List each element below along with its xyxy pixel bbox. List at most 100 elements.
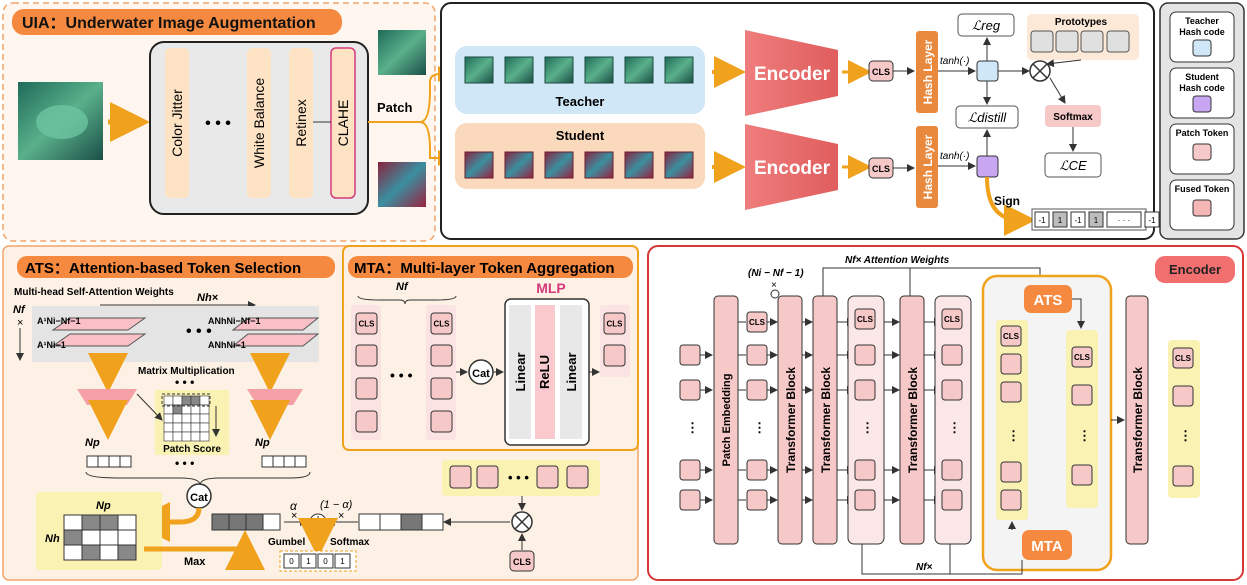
legend-item: Patch Token xyxy=(1169,123,1235,175)
score-cell xyxy=(199,422,210,433)
score-cell xyxy=(163,413,174,424)
student-hash-layer xyxy=(916,126,938,208)
student-label: Student xyxy=(556,128,605,143)
score-cell xyxy=(190,413,201,424)
encoder-title: Encoder xyxy=(1169,262,1221,277)
np-label-left: Np xyxy=(85,437,100,449)
mta-panel: MTA：Multi-layer Token Aggregation Nf CLS… xyxy=(342,245,639,451)
matrix-cell xyxy=(99,529,119,546)
input-token xyxy=(679,459,701,481)
matrix-cell xyxy=(117,514,137,531)
np-top-label: Np xyxy=(96,500,111,512)
score-cell xyxy=(181,431,192,442)
student-patch xyxy=(504,151,534,179)
ni-label: (Ni − Nf − 1) xyxy=(748,268,804,279)
attn-dots: • • • xyxy=(186,323,212,340)
vector-cell xyxy=(262,513,281,531)
score-cell xyxy=(181,422,192,433)
token-dots: • • • xyxy=(508,470,529,485)
loss-distill xyxy=(955,105,1019,129)
hash-bit xyxy=(1088,211,1104,228)
input-token-dots: ⋮ xyxy=(686,420,699,435)
legend-item-label: Patch Token xyxy=(1176,128,1229,138)
token xyxy=(1000,489,1022,511)
attn-left-top: A¹Ni−Nf−1 xyxy=(37,316,81,326)
legend-item: Fused Token xyxy=(1169,179,1235,231)
teacher-patch xyxy=(464,56,494,84)
token xyxy=(1172,385,1194,407)
student-patch xyxy=(584,151,614,179)
teacher-hash-layer-label: Hash Layer xyxy=(921,39,935,104)
token xyxy=(854,459,876,481)
student-encoder xyxy=(745,124,838,210)
ats-cls-label: CLS xyxy=(513,557,531,567)
teacher-tanh: tanh(·) xyxy=(940,56,969,67)
cls-label: CLS xyxy=(359,320,376,329)
teacher-hash-code xyxy=(976,60,999,82)
legend-item-label: Teacher xyxy=(1185,16,1219,26)
score-cell xyxy=(172,395,183,406)
loss-reg xyxy=(957,13,1015,37)
student-encoder-label: Encoder xyxy=(754,158,831,179)
token xyxy=(941,459,963,481)
transformer-block-2-label: Transformer Block xyxy=(819,367,833,473)
ats-nf-label: Nf xyxy=(13,304,26,316)
encoder-ats-block xyxy=(1024,285,1072,313)
matrix-cell xyxy=(117,544,137,561)
mta-title: MTA：Multi-layer Token Aggregation xyxy=(354,260,615,277)
cls-label: CLS xyxy=(749,318,766,327)
loss-distill-label: ℒdistill xyxy=(968,110,1007,125)
ats-cls-token xyxy=(509,550,535,572)
token xyxy=(854,344,876,366)
token xyxy=(430,410,453,433)
prototypes-label: Prototypes xyxy=(1055,17,1108,28)
mta-column-output: CLS xyxy=(603,312,626,367)
student-patch xyxy=(544,151,574,179)
mta-column-right: CLS xyxy=(430,312,453,433)
mta-column-left: CLS xyxy=(355,312,378,433)
ats-nh-label: Nh× xyxy=(197,292,219,304)
token xyxy=(476,465,499,489)
hash-bit-label: 1 xyxy=(1094,216,1099,225)
token-dots: ⋮ xyxy=(1078,428,1091,443)
encoder-selected-tokens: CLS⋮ xyxy=(1000,325,1022,511)
cls-label: CLS xyxy=(434,320,451,329)
nh-side-label: Nh xyxy=(45,533,60,545)
token xyxy=(854,379,876,401)
legend-item-label: Student xyxy=(1185,72,1219,82)
mlp-label: MLP xyxy=(536,280,566,296)
np-label-right: Np xyxy=(255,437,270,449)
cls-label: CLS xyxy=(857,315,874,324)
cls-label: CLS xyxy=(1074,353,1091,362)
svg-text:• • •: • • • xyxy=(175,456,194,470)
legend-swatch xyxy=(1192,199,1212,217)
matrix-cell xyxy=(99,544,119,561)
token xyxy=(746,459,768,481)
teacher-hash-layer xyxy=(916,31,938,113)
vector-cell xyxy=(228,513,247,531)
score-cell xyxy=(199,395,210,406)
encoder-panel: Encoder ⋮ Patch Embedding CLS⋮ Transform… xyxy=(647,245,1244,581)
cls-token xyxy=(854,308,876,330)
cls-token xyxy=(355,312,378,335)
token xyxy=(854,489,876,511)
legend-item-label: Fused Token xyxy=(1175,184,1230,194)
cls-token xyxy=(1000,325,1022,347)
mta-dots: • • • xyxy=(390,367,413,383)
nf-bottom-label: Nf× xyxy=(916,562,933,573)
sign-label: Sign xyxy=(994,194,1020,208)
token xyxy=(355,377,378,400)
cls-label: CLS xyxy=(944,315,961,324)
head-score-matrix xyxy=(63,514,137,561)
vector-cell xyxy=(272,455,285,468)
hash-bit xyxy=(1144,211,1160,228)
input-token xyxy=(679,379,701,401)
cls-token xyxy=(430,312,453,335)
score-cell xyxy=(181,395,192,406)
alpha-label: α xyxy=(290,499,298,513)
mlp-relu: ReLU xyxy=(537,355,552,389)
input-token xyxy=(679,489,701,511)
